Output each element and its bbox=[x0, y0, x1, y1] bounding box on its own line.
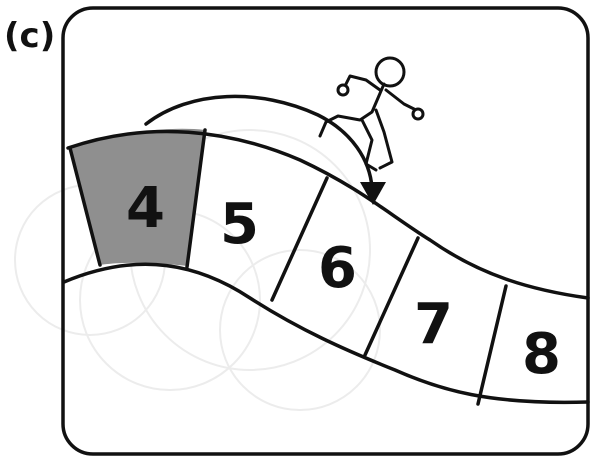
running-person-icon bbox=[320, 58, 423, 170]
square-number: 5 bbox=[220, 192, 259, 257]
square-number: 7 bbox=[414, 292, 453, 357]
square-number: 4 bbox=[126, 176, 165, 241]
square-number: 6 bbox=[318, 236, 357, 301]
square-number: 8 bbox=[522, 322, 561, 387]
square-divider bbox=[478, 286, 506, 404]
panel-label: (c) bbox=[4, 16, 55, 56]
